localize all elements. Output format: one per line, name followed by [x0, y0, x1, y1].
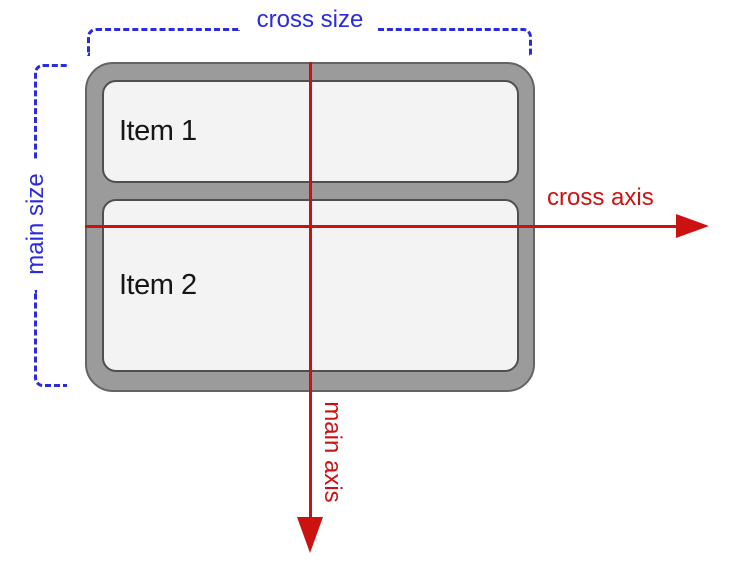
main-size-label: main size: [22, 173, 49, 275]
cross-size-bracket-right: [378, 28, 532, 56]
cross-axis-line: [85, 225, 677, 228]
cross-size-bracket-left: [87, 28, 240, 56]
flex-item-2-label: Item 2: [119, 269, 197, 301]
cross-axis-arrowhead-icon: [676, 214, 709, 238]
flex-item-1-label: Item 1: [119, 115, 197, 147]
main-axis-label: main axis: [319, 401, 346, 503]
cross-axis-label: cross axis: [547, 184, 654, 211]
cross-size-label: cross size: [256, 6, 364, 33]
main-axis-arrowhead-icon: [297, 517, 323, 553]
main-size-bracket-top: [34, 64, 67, 159]
main-size-bracket-bottom: [34, 290, 67, 387]
main-axis-line: [309, 62, 312, 518]
